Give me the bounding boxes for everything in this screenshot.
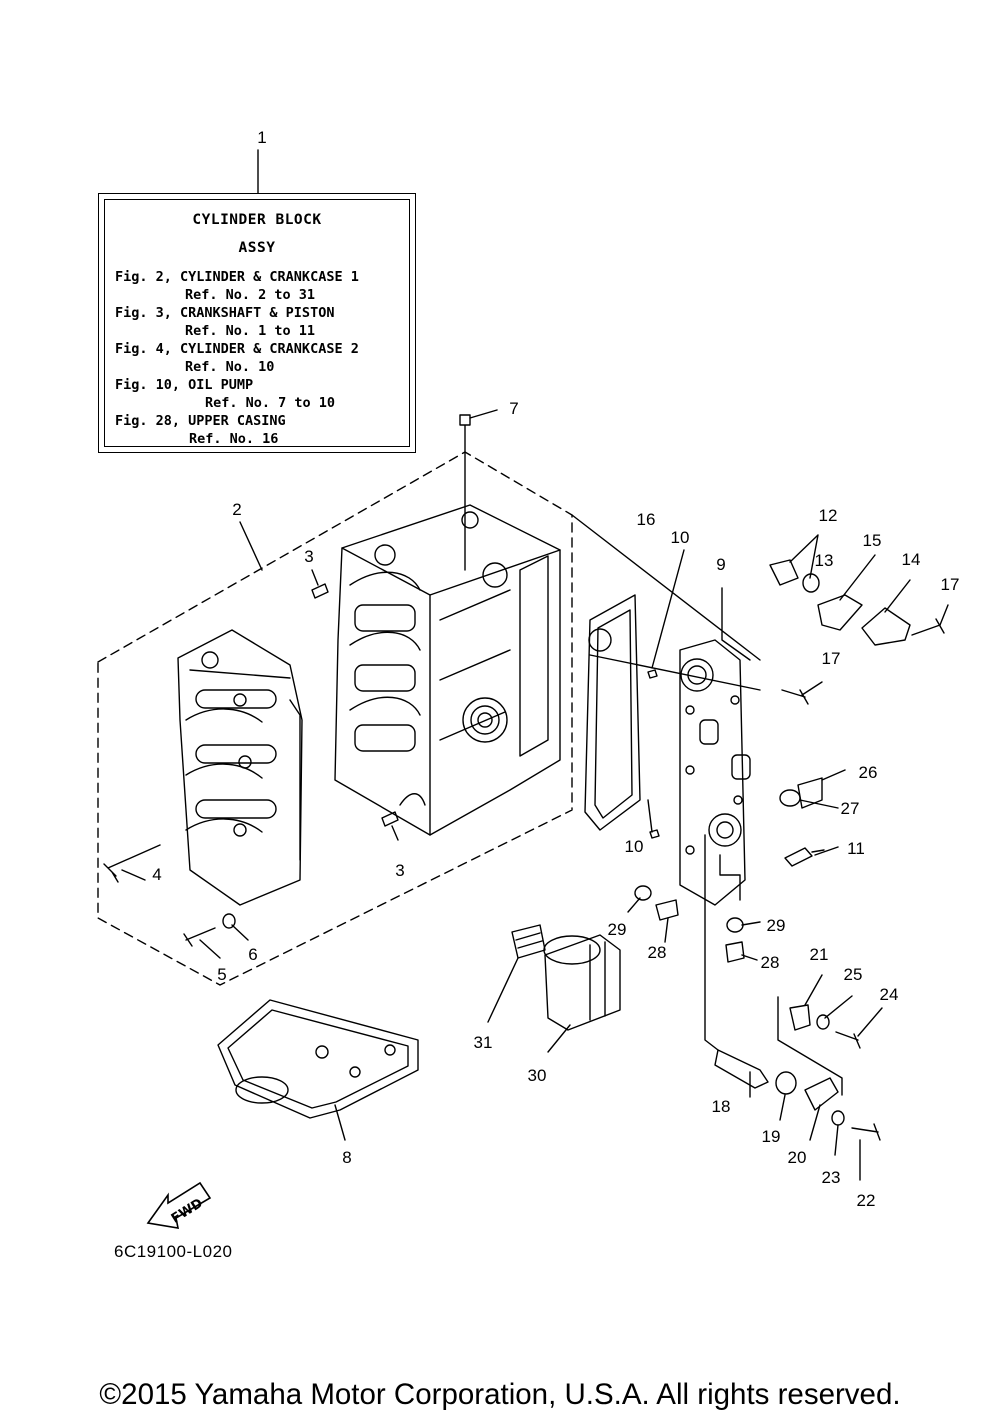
bolt-17a [911,618,945,636]
bracket-21 [789,1004,811,1031]
callout-21: 21 [810,945,829,964]
group-bracket [704,834,843,1096]
callout-22: 22 [857,1191,876,1210]
gasket-15 [817,594,863,631]
assembly-reference-box: CYLINDER BLOCK ASSY Fig. 2, CYLINDER & C… [98,193,416,453]
callout-10: 10 [625,837,644,856]
callout-15: 15 [863,531,882,550]
oil-strainer-18 [714,1049,769,1089]
pin-3a [311,583,329,599]
ref-line-4: Ref. No. 1 to 11 [185,323,316,339]
ref-line-1: Fig. 2, CYLINDER & CRANKCASE 1 [115,269,359,285]
washer-23 [831,1110,845,1126]
ref-line-2: Ref. No. 2 to 31 [185,287,316,303]
ref-line-5: Fig. 4, CYLINDER & CRANKCASE 2 [115,341,359,357]
callout-29: 29 [608,920,627,939]
plug-28b [725,941,745,963]
callout-10: 10 [671,528,690,547]
callout-17: 17 [941,575,960,594]
callout-3: 3 [304,547,313,566]
callout-5: 5 [217,965,226,984]
pin-3b [381,811,399,827]
callout-29: 29 [767,916,786,935]
cylinder-head-cover [177,629,303,906]
callout-4: 4 [152,865,161,884]
gasket-29b [726,917,744,933]
gasket-29a [634,885,652,901]
gasket-16 [584,594,641,831]
callout-18: 18 [712,1097,731,1116]
diagram-code: 6C19100-L020 [114,1242,233,1261]
bolt-17b [781,689,809,705]
fwd-arrow: FWD [146,1181,212,1229]
callout-27: 27 [841,799,860,818]
washer-6 [222,913,236,929]
bolt-4 [103,844,161,883]
cover-plate-9 [679,639,751,906]
leader-lines [121,149,949,1181]
ref-line-9: Fig. 28, UPPER CASING [115,413,286,429]
oil-filter-30 [543,934,621,1031]
ref-line-6: Ref. No. 10 [185,359,275,375]
plug-12 [769,559,799,586]
callout-2: 2 [232,500,241,519]
callout-7: 7 [509,399,518,418]
callout-28: 28 [648,943,667,962]
o-ring-27 [779,789,801,807]
fwd-label: FWD [169,1196,206,1227]
cylinder-block [334,504,561,836]
bracket-20 [804,1077,839,1111]
union-31 [511,924,546,959]
ref-line-8: Ref. No. 7 to 10 [205,395,336,411]
callout-11: 11 [847,839,865,858]
callout-25: 25 [844,965,863,984]
washer-25 [816,1014,830,1030]
callout-13: 13 [815,551,834,570]
bolt-5 [183,927,216,947]
copyright-notice: ©2015 Yamaha Motor Corporation, U.S.A. A… [99,1378,901,1411]
assy-boundary-dashed [97,451,573,986]
callout-6: 6 [248,945,257,964]
callout-30: 30 [528,1066,547,1085]
assy-subtitle: ASSY [238,240,276,256]
thermostat-cover-14 [861,607,911,646]
callout-28: 28 [761,953,780,972]
callout-24: 24 [880,985,899,1004]
plug-28a [655,899,679,921]
ref-line-3: Fig. 3, CRANKSHAFT & PISTON [115,305,335,321]
pin-10a [647,669,658,679]
callout-31: 31 [474,1033,493,1052]
bolt-24 [835,1031,861,1049]
callout-19: 19 [762,1127,781,1146]
callout-12: 12 [819,506,838,525]
callout-14: 14 [902,550,921,569]
plug-7 [459,414,471,571]
ref-line-10: Ref. No. 16 [189,431,279,447]
ref-line-7: Fig. 10, OIL PUMP [115,377,254,393]
callout-26: 26 [859,763,878,782]
callout-1: 1 [257,128,266,147]
callout-9: 9 [716,555,725,574]
gasket-8 [217,999,419,1119]
bolt-22 [851,1123,881,1141]
callout-23: 23 [822,1168,841,1187]
washer-13 [802,573,820,593]
assy-title: CYLINDER BLOCK [192,212,322,228]
callout-8: 8 [342,1148,351,1167]
pin-10b [649,829,660,839]
callout-20: 20 [788,1148,807,1167]
callout-3: 3 [395,861,404,880]
grommet-19 [775,1071,797,1095]
sensor-11 [784,847,825,867]
callout-16: 16 [637,510,656,529]
callout-17: 17 [822,649,841,668]
